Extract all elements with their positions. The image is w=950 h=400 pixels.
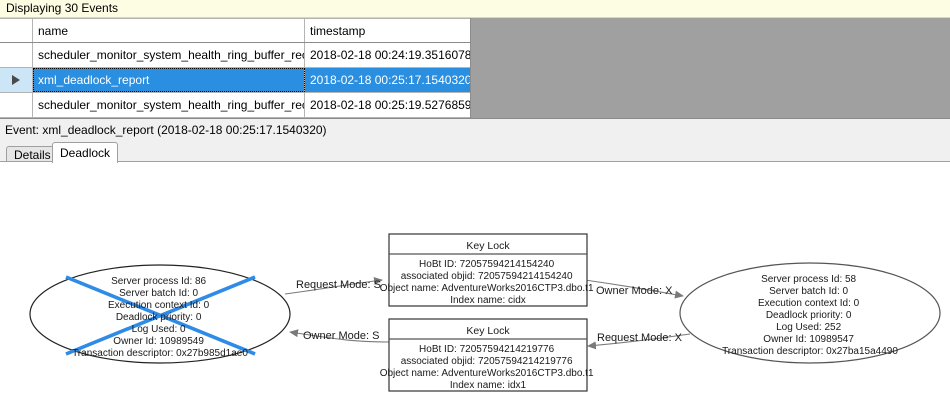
cell-event-name[interactable]: xml_deadlock_report — [33, 68, 305, 92]
events-grid-table[interactable]: name timestamp scheduler_monitor_system_… — [0, 18, 471, 118]
edge-right-request-label: Request Mode: X — [597, 332, 683, 344]
tab-deadlock[interactable]: Deadlock — [52, 142, 119, 163]
table-row[interactable]: scheduler_monitor_system_health_ring_buf… — [0, 43, 470, 68]
event-caption-bar: Event: xml_deadlock_report (2018-02-18 0… — [0, 118, 950, 140]
deadlock-victim-cross-icon — [65, 275, 256, 356]
keylock-top-box — [388, 233, 588, 307]
events-grid-header-row: name timestamp — [0, 18, 470, 43]
process-node-right-text: Server process Id: 58 Server batch Id: 0… — [722, 274, 898, 357]
edge-left-request-label: Request Mode: S — [296, 279, 381, 291]
row-selector-cell[interactable] — [0, 43, 33, 67]
edge-right-owner-label: Owner Mode: X — [596, 285, 673, 297]
edge-right-request: Request Mode: X — [587, 332, 691, 350]
resource-node-keylock-top[interactable]: Key Lock HoBt ID: 72057594214154240 asso… — [380, 233, 597, 307]
process-node-right-ellipse — [679, 262, 941, 364]
cell-event-timestamp[interactable]: 2018-02-18 00:24:19.3516078 — [310, 48, 470, 62]
header-selector-cell — [0, 19, 33, 42]
edge-left-owner: Owner Mode: S — [289, 329, 391, 343]
tab-strip: Details Deadlock — [0, 140, 950, 163]
edge-right-owner: Owner Mode: X — [584, 279, 684, 299]
keylock-bottom-text: HoBt ID: 72057594214219776 associated ob… — [380, 344, 597, 391]
process-node-left-text: Server process Id: 86 Server batch Id: 0… — [72, 276, 248, 359]
process-node-right[interactable]: Server process Id: 58 Server batch Id: 0… — [679, 262, 941, 364]
resource-node-keylock-bottom[interactable]: Key Lock HoBt ID: 72057594214219776 asso… — [380, 318, 597, 392]
row-selector-arrow-icon — [12, 75, 20, 85]
table-row[interactable]: scheduler_monitor_system_health_ring_buf… — [0, 93, 470, 118]
displaying-events-banner: Displaying 30 Events — [0, 0, 950, 18]
keylock-bottom-box — [388, 318, 588, 392]
keylock-top-title: Key Lock — [466, 240, 510, 252]
process-node-left[interactable]: Server process Id: 86 Server batch Id: 0… — [29, 264, 291, 364]
column-header-timestamp[interactable]: timestamp — [305, 19, 470, 42]
cell-event-name[interactable]: scheduler_monitor_system_health_ring_buf… — [33, 93, 305, 117]
event-caption-text: Event: xml_deadlock_report (2018-02-18 0… — [5, 122, 327, 137]
row-selector-cell[interactable] — [0, 68, 33, 92]
column-header-name[interactable]: name — [33, 19, 305, 42]
cell-event-timestamp[interactable]: 2018-02-18 00:25:17.1540320 — [305, 68, 470, 92]
cell-event-timestamp[interactable]: 2018-02-18 00:25:19.5276859 — [310, 98, 470, 112]
keylock-bottom-title: Key Lock — [466, 325, 510, 337]
row-selector-cell[interactable] — [0, 93, 33, 117]
displaying-events-text: Displaying 30 Events — [6, 1, 119, 15]
edge-left-request: Request Mode: S — [284, 277, 383, 295]
events-grid[interactable]: name timestamp scheduler_monitor_system_… — [0, 18, 950, 118]
edge-left-owner-label: Owner Mode: S — [303, 330, 379, 342]
keylock-top-text: HoBt ID: 72057594214154240 associated ob… — [380, 259, 597, 306]
table-row-selected[interactable]: xml_deadlock_report 2018-02-18 00:25:17.… — [0, 68, 470, 93]
cell-event-name[interactable]: scheduler_monitor_system_health_ring_buf… — [33, 43, 305, 67]
tab-details[interactable]: Details — [6, 146, 59, 162]
deadlock-graph-canvas[interactable]: Request Mode: S Owner Mode: S Owner Mode… — [0, 161, 950, 400]
